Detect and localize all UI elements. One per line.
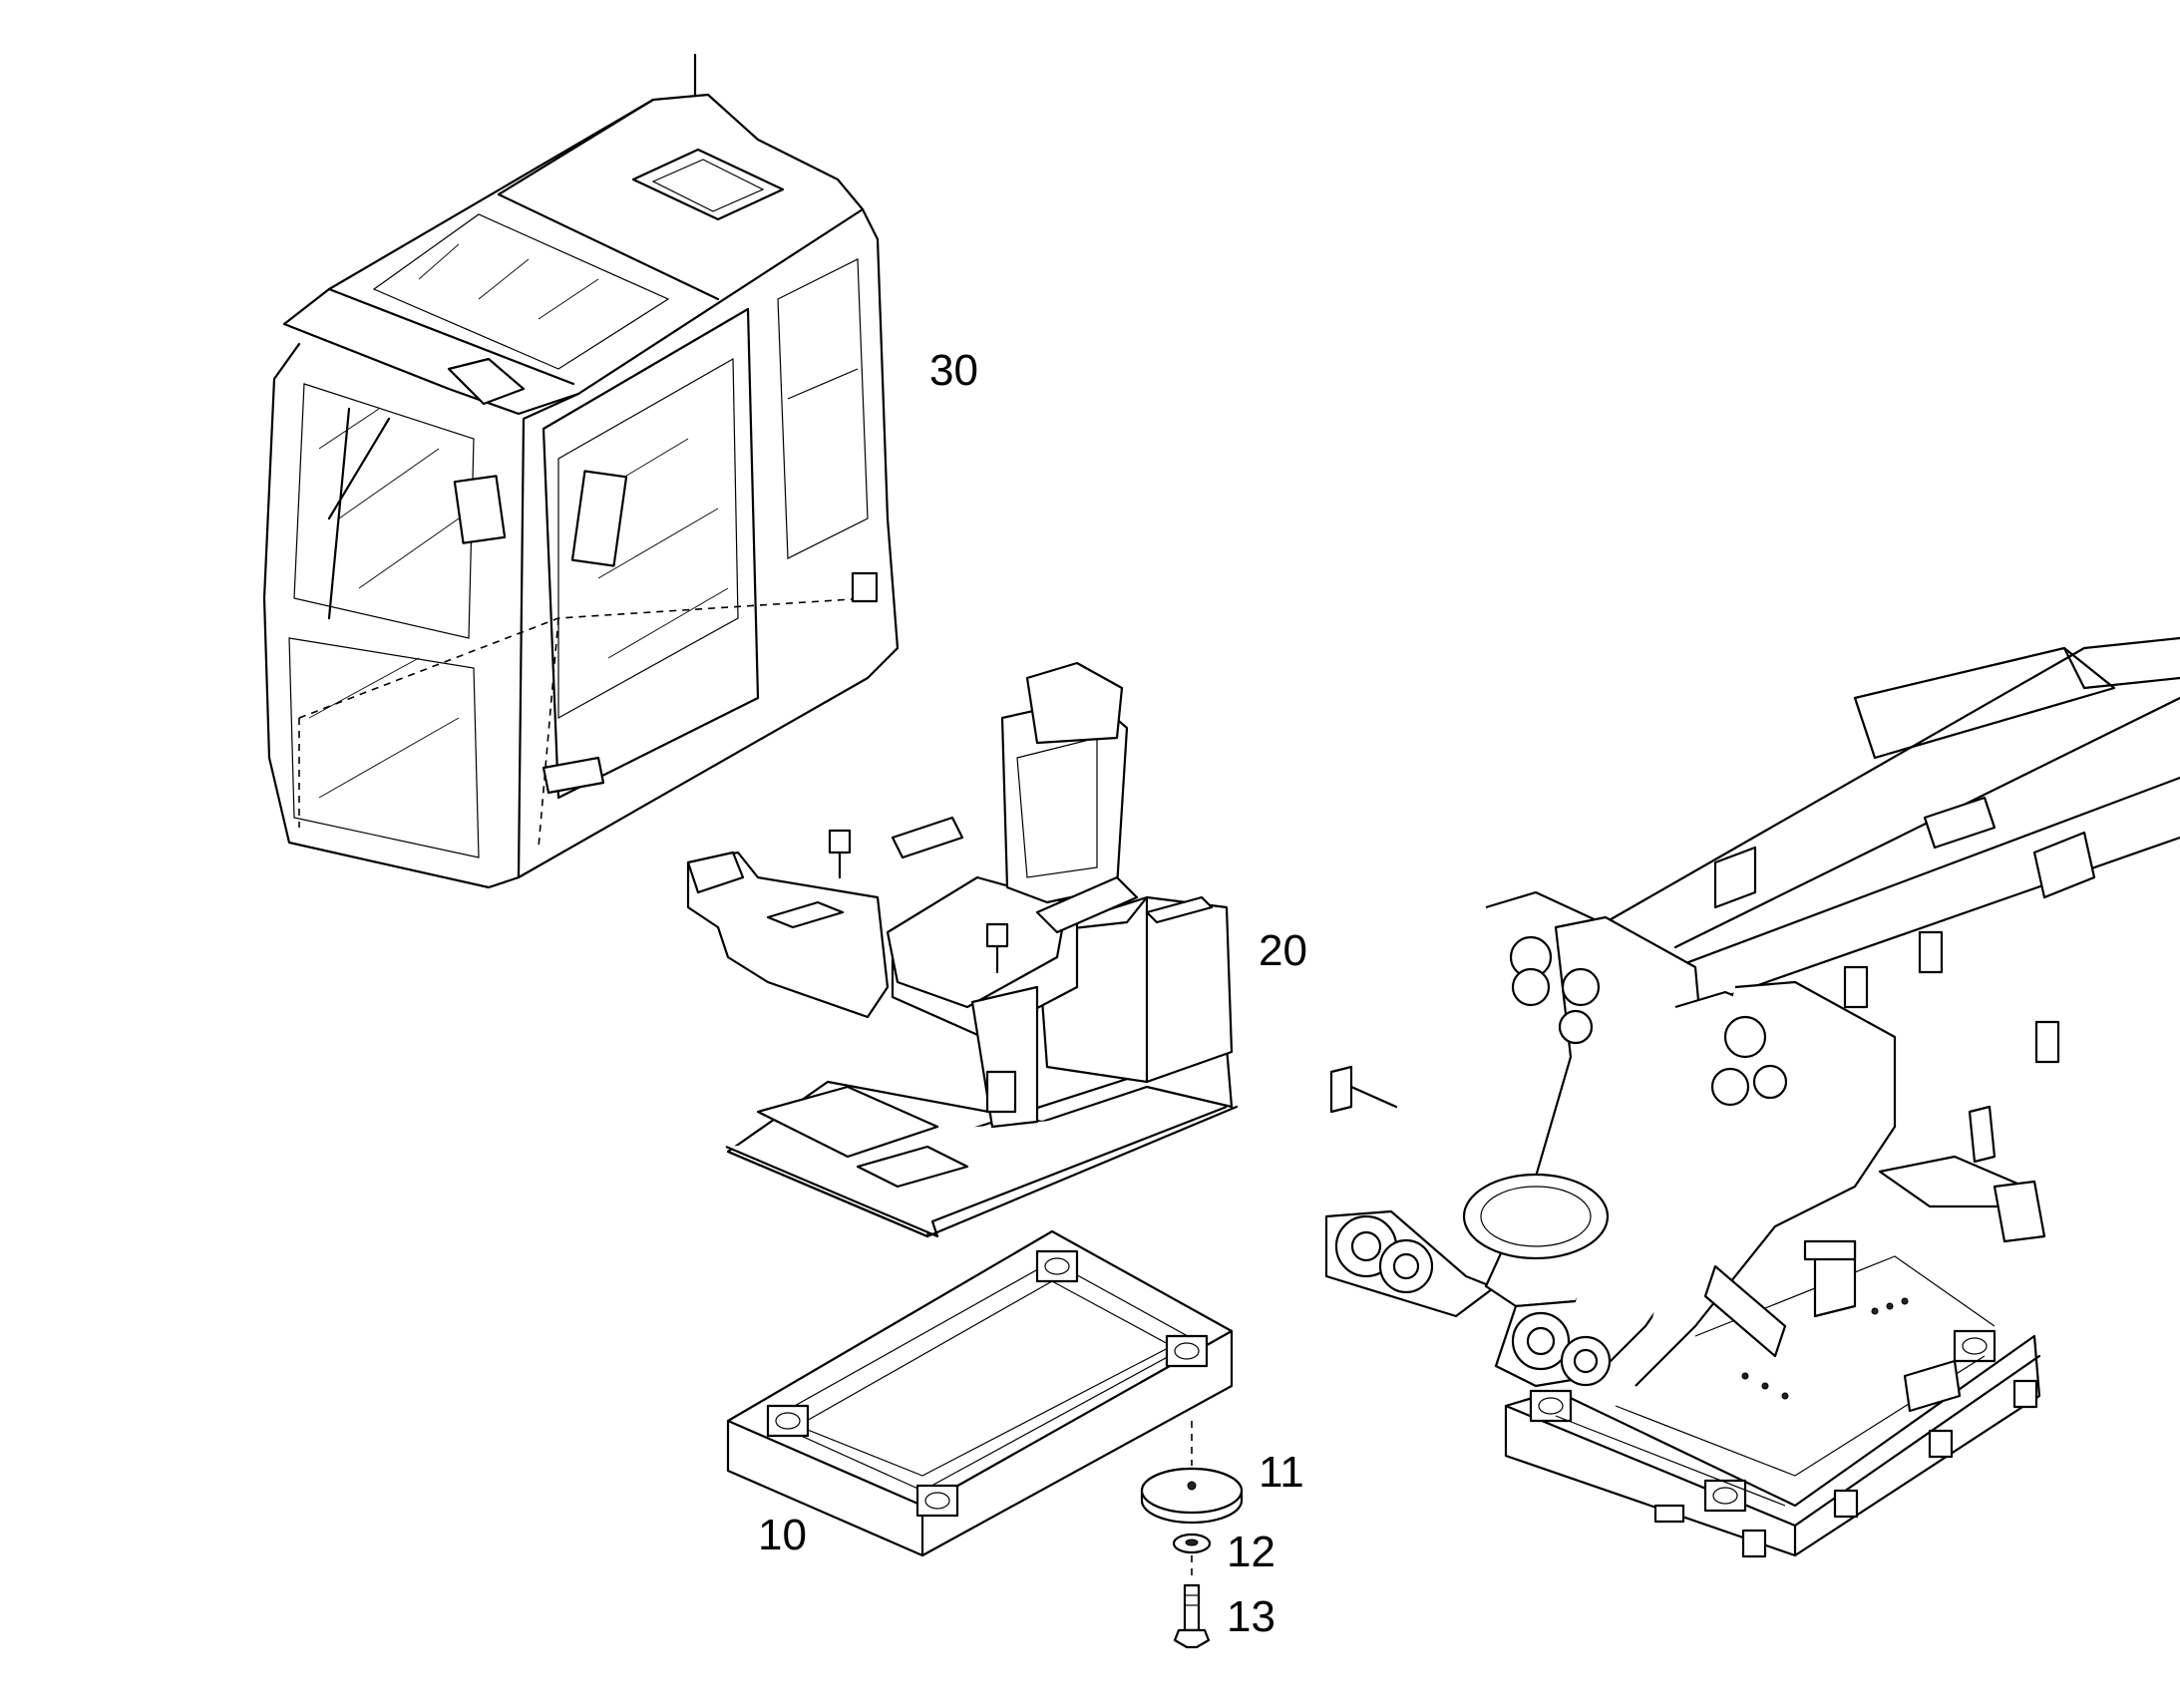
- label-cab: 30: [929, 346, 978, 395]
- cab-assembly: [262, 53, 900, 889]
- mount-pad: [915, 1484, 959, 1518]
- upper-frame: [1324, 636, 2180, 1558]
- seat-assembly: [686, 661, 1239, 1238]
- label-bolt: 13: [1227, 1592, 1275, 1641]
- mount-frame: [726, 1229, 1234, 1557]
- fastener-stack: [1140, 1421, 1244, 1649]
- label-mount: 11: [1259, 1448, 1304, 1497]
- mount-pad: [766, 1404, 810, 1438]
- label-frame: 10: [758, 1511, 807, 1559]
- mount-pad: [1165, 1334, 1209, 1368]
- label-seat: 20: [1259, 926, 1307, 975]
- label-washer: 12: [1227, 1528, 1275, 1576]
- mount-pad: [1035, 1249, 1079, 1283]
